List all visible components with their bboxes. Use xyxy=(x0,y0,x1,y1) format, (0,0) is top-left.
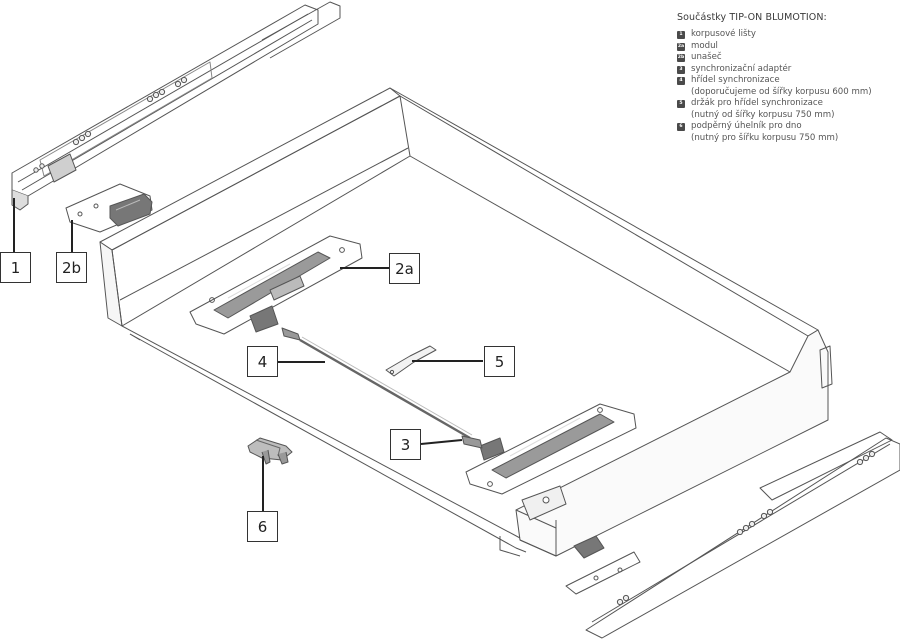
legend-item-text: hřídel synchronizace xyxy=(691,75,780,85)
legend-item-text: synchronizační adaptér xyxy=(691,63,792,74)
module-lower xyxy=(465,403,637,495)
cabinet-runner-left xyxy=(11,1,341,211)
legend-item: (nutný pro šířku korpusu 750 mm) xyxy=(677,133,897,145)
module-upper xyxy=(189,235,363,335)
legend-key-badge: 6 xyxy=(677,123,685,131)
legend-item-text: korpusové lišty xyxy=(691,29,756,39)
callout-2a: 2a xyxy=(389,253,420,284)
legend-item-text: modul xyxy=(691,40,718,51)
legend-item-text: unašeč xyxy=(691,52,722,62)
legend-item: 1 korpusové lišty xyxy=(677,29,897,41)
legend-key-badge: 1 xyxy=(677,31,685,39)
sync-shaft xyxy=(299,336,473,440)
sync-adapter-lower xyxy=(461,435,483,449)
legend-key-badge: 5 xyxy=(677,100,685,108)
legend-item-text: držák pro hřídel synchronizace xyxy=(691,98,823,108)
legend-item: 5 držák pro hřídel synchronizace xyxy=(677,98,897,110)
callout-3: 3 xyxy=(390,429,421,460)
legend-item: 4 hřídel synchronizace xyxy=(677,75,897,87)
legend-item-text: (nutný od šířky korpusu 750 mm) xyxy=(691,109,835,120)
legend-item-text: (nutný pro šířku korpusu 750 mm) xyxy=(691,132,839,143)
legend-item: 6 podpěrný úhelník pro dno xyxy=(677,121,897,133)
shaft-holder xyxy=(385,345,437,377)
legend-item: (nutný od šířky korpusu 750 mm) xyxy=(677,110,897,122)
callout-4: 4 xyxy=(247,346,278,377)
callout-1: 1 xyxy=(0,252,31,283)
legend-key-badge: 3 xyxy=(677,65,685,74)
leader-line-3 xyxy=(420,439,463,445)
legend-item: (doporučujeme od šířky korpusu 600 mm) xyxy=(677,87,897,99)
cabinet-runner-right xyxy=(585,431,900,639)
legend-key-badge: 2a xyxy=(677,42,685,51)
coupling-right xyxy=(565,535,641,595)
sync-adapter-upper xyxy=(281,327,301,341)
legend-key-badge: 4 xyxy=(677,77,685,85)
legend-item: 3 synchronizační adaptér xyxy=(677,64,897,76)
legend-key-badge: 2b xyxy=(677,54,685,62)
legend-item-text: podpěrný úhelník pro dno xyxy=(691,121,802,131)
legend-list: 1 korpusové lišty 2a modul 2b unašeč 3 synchron… xyxy=(677,29,897,144)
coupling-left xyxy=(65,183,153,233)
parts-legend: Součástky TIP-ON BLUMOTION: 1 korpusové l… xyxy=(677,12,897,144)
legend-item-text: (doporučujeme od šířky korpusu 600 mm) xyxy=(691,86,872,97)
legend-item: 2a modul xyxy=(677,41,897,53)
callout-6: 6 xyxy=(247,511,278,542)
legend-title: Součástky TIP-ON BLUMOTION: xyxy=(677,12,827,23)
callout-5: 5 xyxy=(484,346,515,377)
callout-2b: 2b xyxy=(56,252,87,283)
support-bracket xyxy=(247,437,293,465)
legend-item: 2b unašeč xyxy=(677,52,897,64)
drawer-box xyxy=(99,87,833,557)
